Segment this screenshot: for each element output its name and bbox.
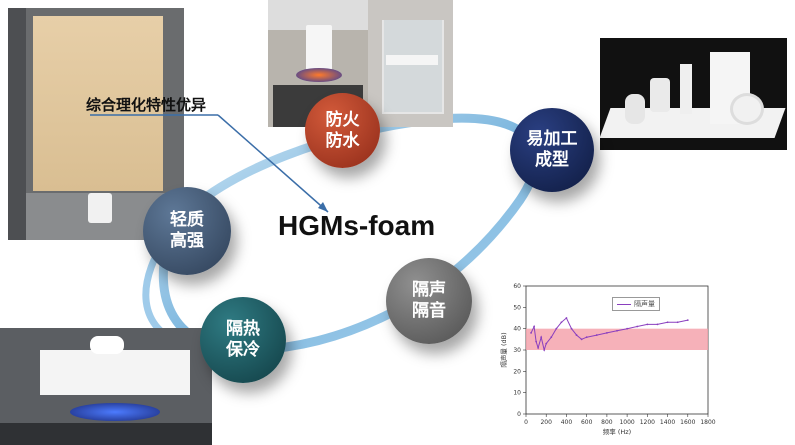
stove-photo [0,328,212,445]
data-point [666,321,669,324]
node-fire-label: 防火 防水 [325,109,360,151]
data-point [537,346,540,349]
data-point [580,338,583,341]
y-tick-label: 30 [513,347,521,354]
chart-band [526,328,708,350]
data-point [530,332,532,334]
x-tick-label: 600 [581,419,593,426]
x-tick-label: 200 [540,419,552,426]
data-point [605,332,608,334]
data-point [676,321,679,324]
annotation-text: 综合理化特性优异 [86,96,207,114]
data-point [533,325,535,328]
data-point [545,342,548,345]
x-tick-label: 1200 [640,419,655,426]
x-tick-label: 1400 [660,419,675,426]
node-easy-processing: 易加工 成型 [510,108,594,192]
data-point [550,336,553,339]
x-tick-label: 1800 [700,419,715,426]
y-tick-label: 50 [513,304,521,311]
y-tick-label: 20 [513,368,521,375]
node-thermal-insulation: 隔热 保冷 [200,297,286,383]
node-fire-waterproof: 防火 防水 [305,93,380,168]
node-process-label: 易加工 成型 [526,129,578,170]
x-tick-label: 800 [601,419,613,426]
data-point [616,329,618,332]
data-point [555,327,558,330]
legend-line-swatch [617,303,631,305]
x-tick-label: 1000 [619,419,634,426]
data-point [543,349,546,351]
x-axis-label: 频率 (Hz) [603,427,631,436]
node-heat-label: 隔热 保冷 [226,319,260,360]
data-point [565,317,568,319]
y-tick-label: 40 [513,326,521,333]
x-tick-label: 400 [561,419,573,426]
y-tick-label: 60 [513,283,521,290]
center-title: HGMs-foam [278,210,436,241]
x-tick-label: 0 [524,419,528,426]
data-point [636,325,639,328]
data-point [626,327,629,330]
node-sound-label: 隔声 隔音 [412,280,446,321]
y-axis-label: 隔声量 (dB) [499,332,508,367]
chart-legend: 隔声量 [612,297,660,311]
node-sound-insulation: 隔声 隔音 [386,258,472,344]
data-point [646,323,649,326]
data-point [540,336,543,339]
legend-label: 隔声量 [634,300,655,308]
data-point [560,321,563,324]
data-point [656,323,659,326]
node-lightweight-strong: 轻质 高强 [143,187,231,275]
data-point [575,334,578,336]
data-point [585,336,588,339]
data-point [570,327,573,330]
y-tick-label: 0 [517,411,521,418]
node-light-label: 轻质 高强 [170,210,204,251]
y-tick-label: 10 [513,390,521,397]
water-photo [368,0,453,127]
data-point [686,319,689,322]
data-point [535,340,538,343]
shapes-photo [600,38,787,150]
data-point [595,334,598,336]
x-tick-label: 1600 [680,419,695,426]
